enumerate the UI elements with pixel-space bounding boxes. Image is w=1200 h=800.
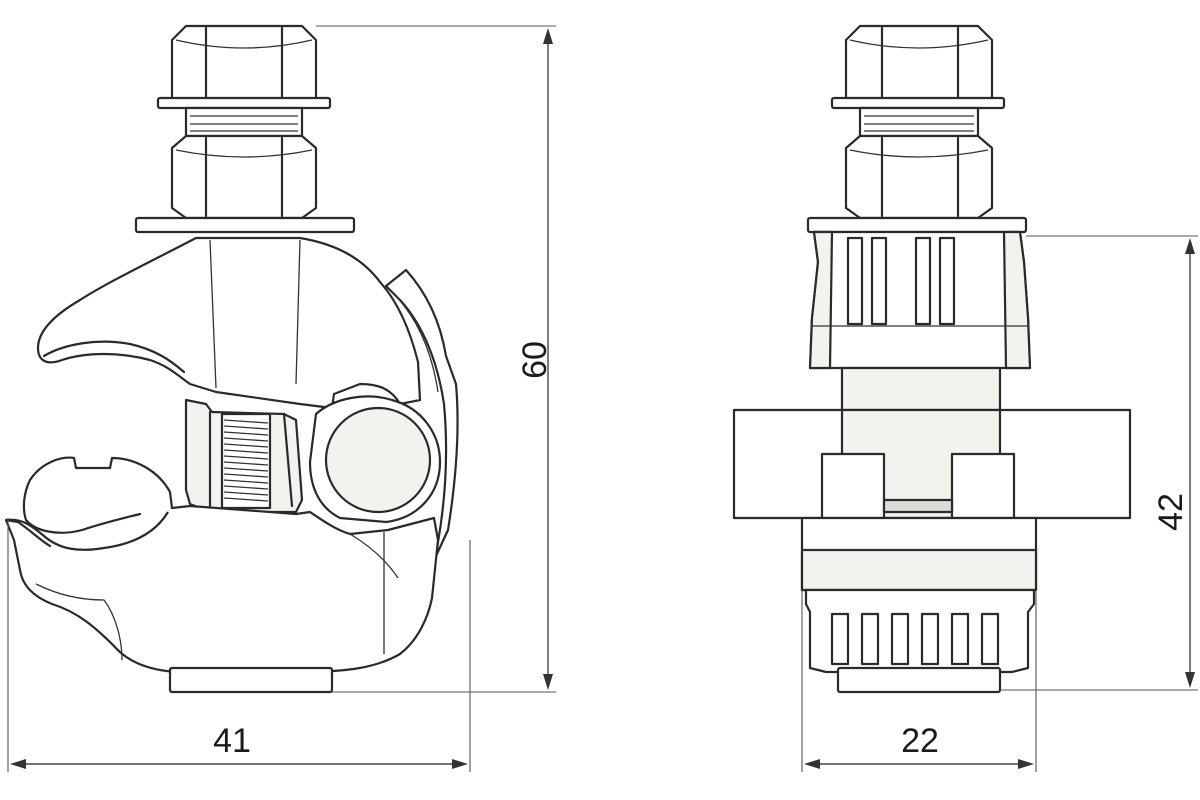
side-lower-washer (806, 216, 1028, 234)
screw-thread-line (223, 431, 269, 436)
side-upper-body (808, 230, 1032, 370)
side-rib-lower (950, 612, 970, 666)
side-top-washer (830, 96, 1006, 110)
dimension-side-height: 42 (1000, 235, 1198, 691)
side-rib-lower (920, 612, 940, 666)
side-cable-band (732, 366, 1132, 520)
screw-thread-line (223, 497, 269, 502)
screw-thread-line (223, 419, 269, 424)
screw-thread-line (223, 473, 269, 478)
dimension-front-width: 41 (7, 518, 471, 772)
front-lower-washer (134, 216, 356, 234)
front-upper-jaw (36, 236, 422, 410)
screw-thread-line (223, 485, 269, 490)
screw-thread-line (223, 467, 269, 472)
screw-thread-line (223, 491, 269, 496)
front-view (4, 24, 459, 694)
front-clip (384, 268, 459, 558)
side-rib-lower (890, 612, 910, 666)
screw-thread-line (223, 461, 269, 466)
front-bottom-cap (168, 666, 334, 694)
side-view (732, 24, 1132, 694)
front-screw-area (184, 398, 304, 514)
side-rib-lower (980, 612, 1000, 666)
screw-thread-line (223, 449, 269, 454)
screw-thread-line (223, 455, 269, 460)
front-lower-nut (170, 134, 318, 220)
side-rib-upper (914, 236, 932, 326)
front-top-washer (156, 96, 332, 110)
dimension-label-42: 42 (1152, 493, 1190, 531)
screw-thread-line (223, 443, 269, 448)
dimension-label-41: 41 (213, 722, 251, 760)
side-bottom-cap (836, 666, 1002, 694)
dimension-side-width: 22 (801, 590, 1037, 772)
side-rib-upper (846, 236, 864, 326)
side-rib-upper (870, 236, 888, 326)
side-rib-lower (860, 612, 880, 666)
side-stud (858, 106, 980, 138)
side-rib-upper (938, 236, 956, 326)
front-top-nut (170, 24, 318, 102)
side-lower-nut (844, 134, 994, 220)
screw-thread-line (223, 437, 269, 442)
dimension-label-60: 60 (516, 341, 554, 379)
screw-thread-line (223, 479, 269, 484)
front-stud (184, 106, 304, 138)
dimension-label-22: 22 (901, 722, 939, 760)
side-rib-lower (830, 612, 850, 666)
dimension-front-height: 60 (316, 25, 556, 693)
front-cable-bore (308, 395, 442, 524)
screw-thread-line (223, 425, 269, 430)
side-lower-body (800, 516, 1038, 674)
side-top-nut (844, 24, 994, 102)
